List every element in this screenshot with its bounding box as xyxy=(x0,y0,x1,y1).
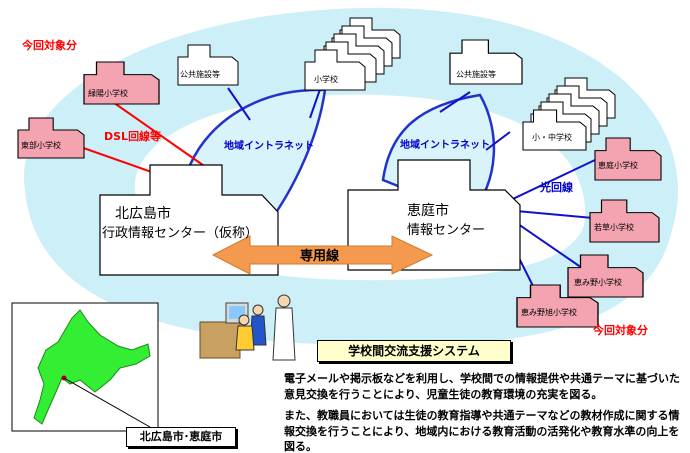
dedicated-line-arrow xyxy=(211,235,434,275)
school-label-eniwa: 恵庭小学校 xyxy=(598,160,638,170)
system-title-box: 学校間交流支援システム xyxy=(317,340,511,362)
school-label-wakakusa: 若草小学校 xyxy=(594,222,634,232)
location-label: 北広島市･恵庭市 xyxy=(126,427,236,447)
dsl-label: DSL回線等 xyxy=(104,129,161,143)
description-paragraph-2: また、教職員においては生徒の教育指導や共通テーマなどの教材作成に関する情報交換を… xyxy=(284,409,680,453)
kitahiroshima-city-label: 北広島市 xyxy=(115,205,171,222)
intranet-label-right: 地域イントラネット xyxy=(400,138,490,151)
description-paragraph-1: 電子メールや掲示板などを利用し、学校間での情報提供や共通テーマに基づいた意見交換… xyxy=(284,372,680,401)
school-label-tobu: 東部小学校 xyxy=(21,140,61,150)
kitahiroshima-center-label: 行政情報センター（仮称） xyxy=(102,226,258,241)
desk xyxy=(199,321,241,359)
seated-student-body xyxy=(235,325,255,351)
target-label-right: 今回対象分 xyxy=(592,323,648,337)
right-school-label: 小・中学校 xyxy=(532,132,572,142)
school-label-ryokuyo: 緑陽小学校 xyxy=(88,88,128,98)
seated-student-head xyxy=(238,314,250,326)
left-elementary-label: 小学校 xyxy=(314,74,338,84)
eniwa-center-label: 情報センター xyxy=(407,223,485,238)
right-public-label: 公共施設等 xyxy=(456,69,496,79)
school-label-emino: 恵み野小学校 xyxy=(574,277,622,287)
target-label-left: 今回対象分 xyxy=(21,38,77,52)
hokkaido-map xyxy=(33,309,151,425)
people-illustration xyxy=(199,294,296,361)
student-head xyxy=(252,304,264,316)
eniwa-city-label: 恵庭市 xyxy=(407,202,449,219)
description-text: 電子メールや掲示板などを利用し、学校間での情報提供や共通テーマに基づいた意見交換… xyxy=(284,371,688,453)
intranet-label-left: 地域イントラネット xyxy=(224,139,314,152)
dedicated-line-label: 専用線 xyxy=(300,248,340,264)
fiber-label: 光回線 xyxy=(539,180,573,194)
teacher-body xyxy=(272,307,296,361)
eniwa-center-building xyxy=(347,159,521,271)
dsl-lines xyxy=(74,99,211,176)
location-pointer-line xyxy=(63,377,151,428)
school-label-eminoasahi: 恵み野旭小学校 xyxy=(521,307,577,317)
teacher-head xyxy=(277,294,291,308)
left-public-label: 公共施設等 xyxy=(180,69,220,79)
